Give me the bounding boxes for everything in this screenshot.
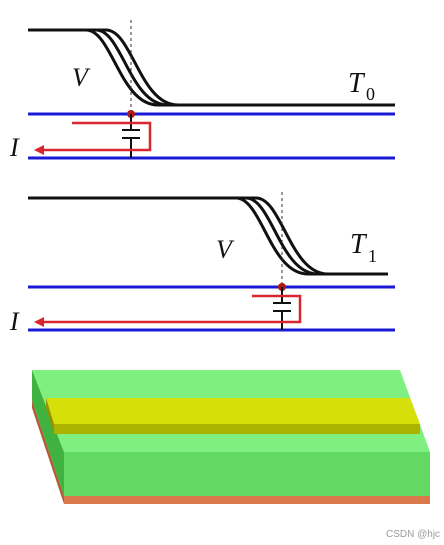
voltage-label-t1: V bbox=[216, 235, 235, 264]
time-label-t1: T bbox=[350, 229, 368, 260]
voltage-waveforms-t1 bbox=[28, 196, 388, 276]
current-label-t1: I bbox=[9, 307, 20, 336]
current-label-t0: I bbox=[9, 133, 20, 162]
capacitor-t0 bbox=[122, 114, 140, 158]
conductor-side bbox=[46, 398, 54, 434]
time-subscript-t1: 1 bbox=[368, 246, 377, 266]
voltage-label-t0: V bbox=[72, 63, 91, 92]
dielectric-front bbox=[64, 452, 430, 496]
substrate-front bbox=[64, 496, 430, 504]
capacitor-t1 bbox=[273, 287, 291, 330]
current-path-t1 bbox=[34, 294, 302, 327]
voltage-waveforms-t0 bbox=[28, 28, 395, 107]
time-label-t0: T bbox=[348, 68, 366, 99]
substrate-side bbox=[32, 400, 64, 504]
interconnect-3d bbox=[32, 370, 430, 504]
conductor-top bbox=[46, 398, 420, 424]
current-path-t0 bbox=[34, 121, 152, 155]
time-subscript-t0: 0 bbox=[366, 84, 375, 104]
conductor-front bbox=[54, 424, 420, 434]
dielectric-side bbox=[32, 370, 64, 496]
panel-t0: V T 0 I bbox=[9, 20, 395, 162]
watermark: CSDN @hjc bbox=[386, 529, 440, 540]
panel-t1: V T 1 I bbox=[9, 192, 395, 336]
